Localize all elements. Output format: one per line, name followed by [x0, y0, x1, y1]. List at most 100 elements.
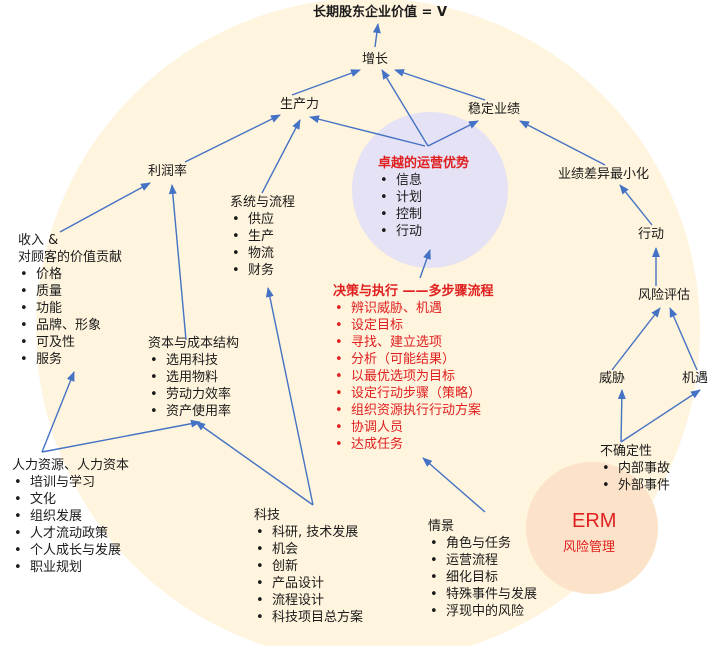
connector-arrow — [427, 120, 479, 147]
node-profit-margin: 利润率 — [148, 163, 187, 180]
revenue-item: 功能 — [18, 300, 122, 317]
node-operational-excellence: 卓越的运营优势 信息 计划 控制 行动 — [378, 155, 469, 240]
connector-arrow — [309, 115, 426, 147]
node-action: 行动 — [638, 226, 664, 243]
node-variance-minimization: 业绩差异最小化 — [558, 166, 649, 183]
connector-arrow — [620, 389, 701, 443]
revenue-item: 可及性 — [18, 334, 122, 351]
excellence-title: 卓越的运营优势 — [378, 156, 470, 171]
shareholder-value-label: 长期股东企业价值 = V — [313, 5, 448, 20]
node-opportunity: 机遇 — [682, 370, 708, 387]
hr-item: 组织发展 — [12, 508, 129, 525]
tech-item: 产品设计 — [254, 575, 363, 592]
hr-item: 文化 — [12, 491, 129, 508]
excellence-item: 控制 — [378, 206, 469, 223]
systems-item: 供应 — [230, 211, 295, 228]
profit-margin-label: 利润率 — [148, 164, 188, 179]
hr-item: 个人成长与发展 — [12, 542, 129, 559]
connector-arrow — [372, 23, 381, 48]
capital-item: 选用物料 — [148, 369, 239, 386]
node-risk-evaluation: 风险评估 — [638, 287, 690, 304]
node-capital-cost: 资本与成本结构 选用科技 选用物料 劳动力效率 资产使用率 — [148, 335, 239, 420]
erm-sublabel: 风险管理 — [563, 540, 616, 555]
uncertainty-item: 内部事故 — [600, 460, 670, 477]
hr-item: 职业规划 — [12, 559, 129, 576]
scenario-title: 情景 — [428, 519, 455, 534]
systems-title: 系统与流程 — [230, 195, 296, 210]
revenue-title-1: 收入 & — [18, 233, 59, 248]
connector-arrow — [422, 457, 486, 513]
scenario-item: 角色与任务 — [428, 535, 537, 552]
revenue-item: 质量 — [18, 283, 122, 300]
node-productivity: 生产力 — [280, 96, 319, 113]
node-technology: 科技 科研, 技术发展 机会 创新 产品设计 流程设计 科技项目总方案 — [254, 507, 363, 626]
tech-item: 流程设计 — [254, 592, 363, 609]
tech-item: 机会 — [254, 541, 363, 558]
connector-arrow — [617, 389, 626, 443]
growth-label: 增长 — [362, 52, 389, 67]
uncertainty-title: 不确定性 — [600, 444, 653, 459]
connector-arrow — [611, 307, 661, 371]
decision-item: 辨识威胁、机遇 — [333, 300, 494, 317]
scenario-item: 运营流程 — [428, 552, 537, 569]
decision-item: 以最优选项为目标 — [333, 368, 494, 385]
action-label: 行动 — [638, 227, 665, 242]
excellence-item: 行动 — [378, 223, 469, 240]
uncertainty-item: 外部事件 — [600, 477, 670, 494]
hr-item: 人才流动政策 — [12, 525, 129, 542]
connector-arrow — [381, 69, 429, 147]
hr-title: 人力资源、人力资本 — [12, 458, 130, 473]
tech-item: 科研, 技术发展 — [254, 524, 363, 541]
revenue-title-2: 对顾客的价值贡献 — [18, 250, 123, 265]
revenue-item: 服务 — [18, 351, 122, 368]
tech-item: 创新 — [254, 558, 363, 575]
revenue-item: 价格 — [18, 266, 122, 283]
node-revenue: 收入 & 对顾客的价值贡献 价格 质量 功能 品牌、形象 可及性 服务 — [18, 232, 122, 368]
scenario-item: 细化目标 — [428, 569, 537, 586]
variance-label: 业绩差异最小化 — [558, 167, 650, 182]
connector-arrow — [394, 69, 486, 101]
decision-item: 达成任务 — [333, 436, 494, 453]
capital-item: 选用科技 — [148, 352, 239, 369]
scenario-item: 特殊事件与发展 — [428, 586, 537, 603]
capital-title: 资本与成本结构 — [148, 336, 240, 351]
excellence-item: 信息 — [378, 172, 469, 189]
threat-label: 威胁 — [599, 371, 626, 386]
scenario-item: 浮现中的风险 — [428, 603, 537, 620]
decision-item: 协调人员 — [333, 419, 494, 436]
node-threat: 威胁 — [599, 370, 625, 387]
node-decision-execution: 决策与执行 ——多步骤流程 辨识威胁、机遇 设定目标 寻找、建立选项 分析（可能… — [333, 283, 494, 453]
risk-evaluation-label: 风险评估 — [638, 288, 691, 303]
connector-arrow — [669, 307, 698, 371]
opportunity-label: 机遇 — [682, 371, 709, 386]
connector-arrow — [291, 69, 361, 96]
excellence-item: 计划 — [378, 189, 469, 206]
systems-item: 财务 — [230, 262, 295, 279]
hr-item: 培训与学习 — [12, 474, 129, 491]
revenue-item: 品牌、形象 — [18, 317, 122, 334]
decision-title: 决策与执行 ——多步骤流程 — [333, 284, 494, 299]
capital-item: 资产使用率 — [148, 403, 239, 420]
decision-item: 寻找、建立选项 — [333, 334, 494, 351]
arrows — [41, 23, 701, 513]
connector-arrow — [168, 184, 187, 341]
node-growth: 增长 — [362, 51, 388, 68]
connector-arrow — [619, 184, 653, 226]
connector-arrow — [419, 249, 431, 279]
erm-circle — [526, 462, 658, 594]
systems-item: 物流 — [230, 245, 295, 262]
productivity-label: 生产力 — [280, 97, 320, 112]
node-shareholder-value: 长期股东企业价值 = V — [313, 4, 447, 21]
connector-arrow — [519, 120, 606, 166]
node-human-resources: 人力资源、人力资本 培训与学习 文化 组织发展 人才流动政策 个人成长与发展 职… — [12, 457, 129, 576]
decision-item: 组织资源执行行动方案 — [333, 402, 494, 419]
connector-arrow — [184, 114, 281, 163]
connector-arrow — [59, 182, 151, 233]
connector-arrow — [41, 419, 201, 453]
connector-arrow — [265, 287, 314, 506]
node-stable-performance: 稳定业绩 — [468, 101, 520, 118]
node-uncertainty: 不确定性 内部事故 外部事件 — [600, 443, 670, 494]
capital-item: 劳动力效率 — [148, 386, 239, 403]
node-scenario: 情景 角色与任务 运营流程 细化目标 特殊事件与发展 浮现中的风险 — [428, 518, 537, 620]
tech-item: 科技项目总方案 — [254, 609, 363, 626]
